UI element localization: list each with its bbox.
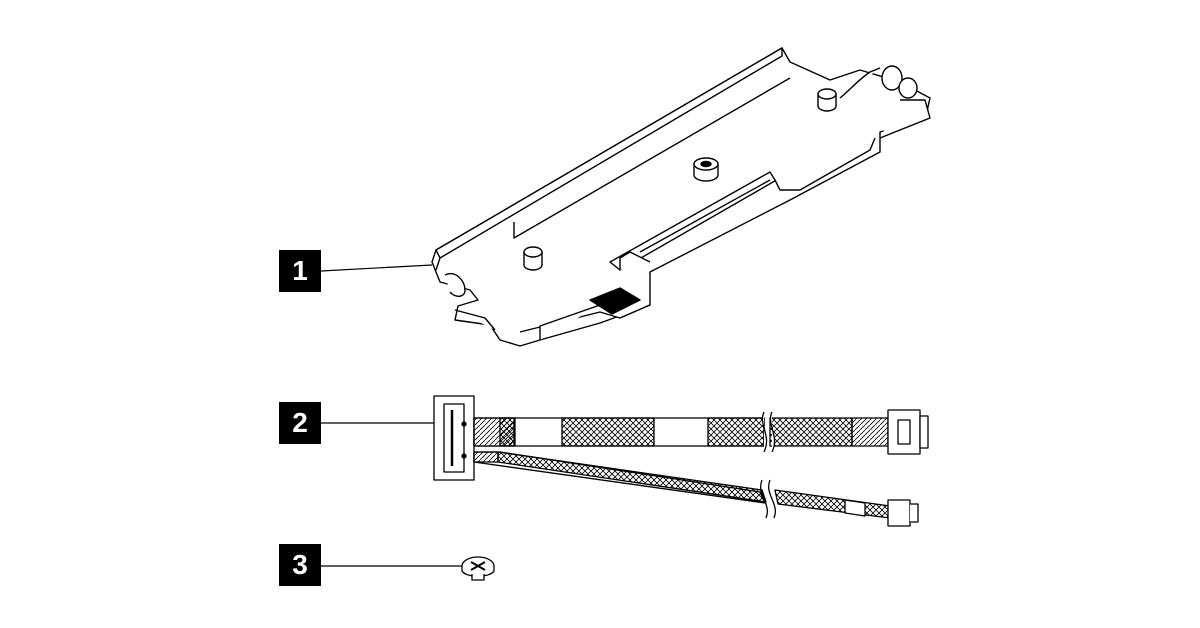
callout-1: 1	[279, 250, 321, 292]
tray-part	[431, 47, 931, 347]
leader-line-1	[320, 264, 433, 272]
callout-3: 3	[279, 544, 321, 586]
screw-part	[461, 556, 495, 581]
cable-part	[433, 395, 929, 527]
callout-2: 2	[279, 402, 321, 444]
